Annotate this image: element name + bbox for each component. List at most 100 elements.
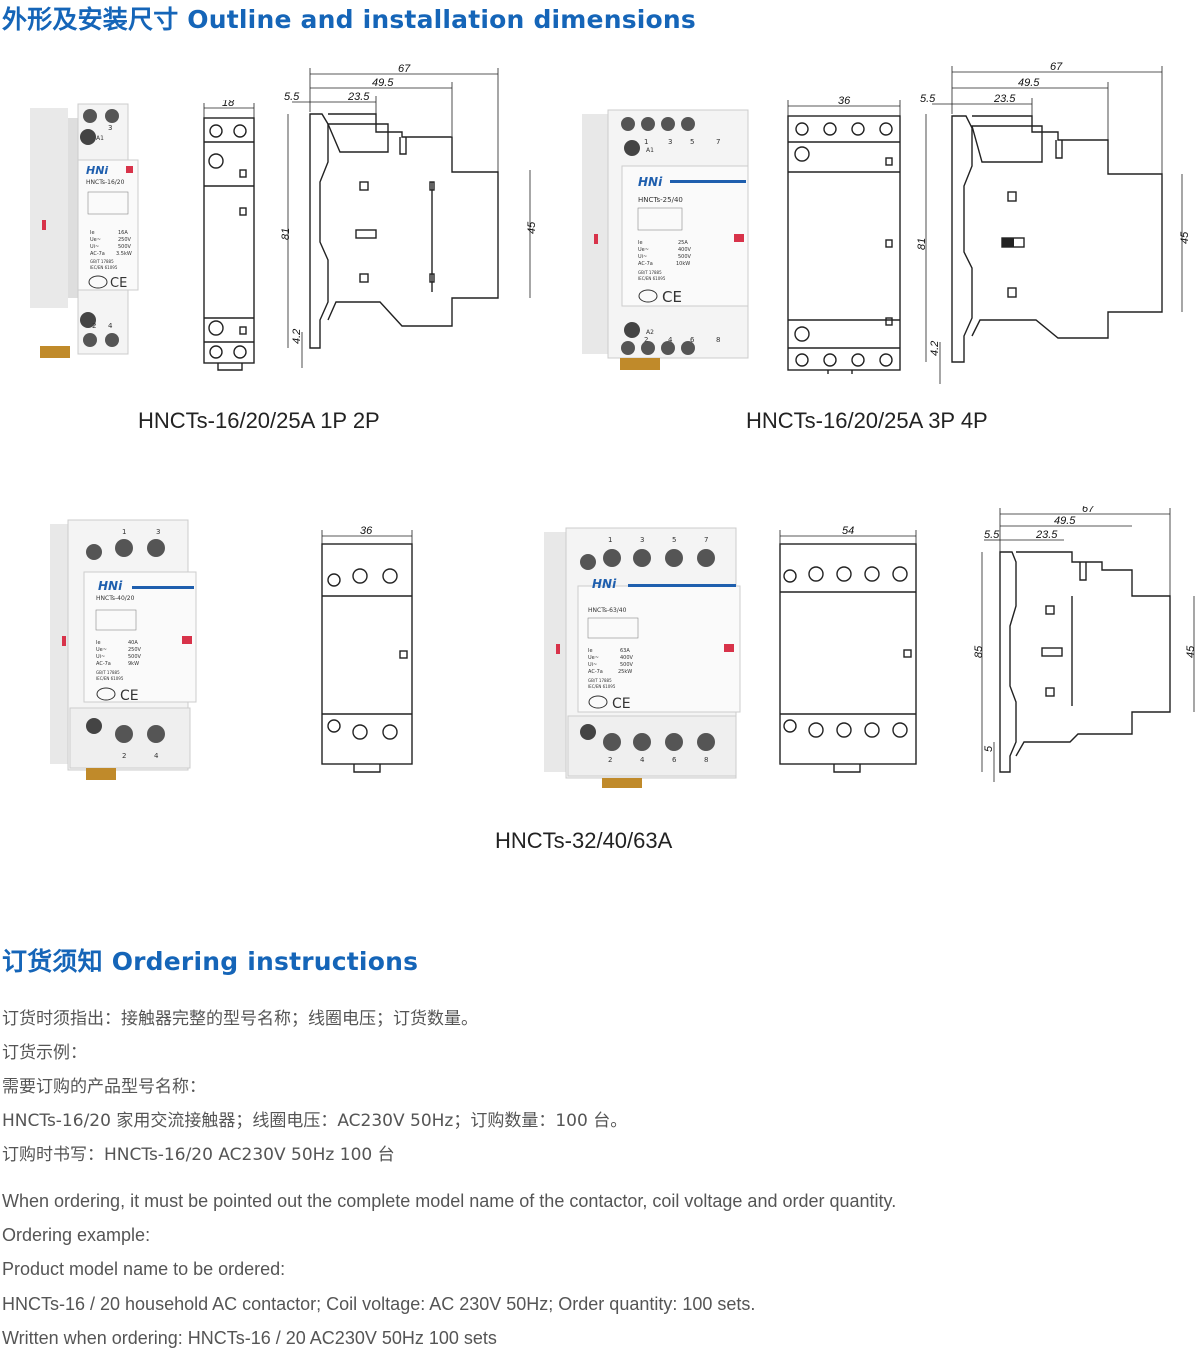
svg-text:7: 7 [716,138,720,146]
svg-text:AC-7a: AC-7a [90,251,105,257]
svg-text:81: 81 [916,238,928,250]
section-title-ordering: 订货须知 Ordering instructions [2,947,419,976]
svg-text:81: 81 [280,228,292,240]
svg-text:5.5: 5.5 [984,529,1000,541]
svg-text:CE: CE [662,288,682,306]
svg-text:2: 2 [644,336,648,344]
ce-mark: CE [110,276,127,291]
photo-small-term-top: 3 [108,124,112,132]
svg-text:HNi: HNi [638,175,663,189]
svg-text:A1: A1 [96,135,104,142]
svg-text:IEC/EN 61095: IEC/EN 61095 [90,265,118,270]
svg-text:5.5: 5.5 [920,93,936,105]
side-drawing-medium: 67 49.5 23.5 5.5 81 45 4.2 [912,61,1197,396]
svg-text:Ue~: Ue~ [90,237,101,243]
svg-text:Ui~: Ui~ [96,654,105,660]
dim-total: 67 [1050,62,1063,73]
svg-text:Ue~: Ue~ [96,647,107,653]
dim-width: 54 [842,526,854,537]
svg-text:5: 5 [983,745,995,752]
product-photo-large-4p: 1 3 5 7 HNi HNCTs-63/40 Ie 63A Ue~ 400V … [542,526,742,794]
dim-total: 67 [398,63,411,75]
svg-text:5: 5 [690,138,694,146]
svg-text:HNCTs-40/20: HNCTs-40/20 [96,595,135,602]
side-drawing-small: 67 49.5 23.5 5.5 81 45 4.2 [280,62,550,384]
svg-text:1: 1 [122,528,126,536]
svg-text:6: 6 [690,336,695,344]
svg-text:HNCTs-63/40: HNCTs-63/40 [588,607,627,614]
svg-text:500V: 500V [678,254,692,260]
svg-text:250V: 250V [118,237,132,243]
svg-text:1: 1 [608,536,612,544]
en-line-1: When ordering, it must be pointed out th… [2,1191,897,1211]
svg-text:GB/T 17885: GB/T 17885 [96,670,120,675]
svg-text:3: 3 [640,536,644,544]
side-drawing-large: 67 49.5 23.5 5.5 85 45 5 [972,503,1198,794]
svg-text:Ue~: Ue~ [638,247,649,253]
svg-text:63A: 63A [620,648,630,654]
caption-small: HNCTs-16/20/25A 1P 2P [138,408,380,433]
svg-text:A1: A1 [646,147,654,154]
en-line-2: Ordering example: [2,1225,151,1245]
svg-text:5: 5 [672,536,676,544]
front-drawing-large-4p: 54 [772,525,924,786]
svg-text:4: 4 [640,756,645,764]
cn-line-2: 订货示例： [2,1043,87,1063]
caption-medium: HNCTs-16/20/25A 3P 4P [746,408,988,433]
svg-text:25A: 25A [678,240,688,246]
svg-text:2: 2 [608,756,612,764]
svg-text:1: 1 [644,138,648,146]
svg-text:9kW: 9kW [128,661,139,667]
svg-text:500V: 500V [118,244,132,250]
svg-text:5.5: 5.5 [284,91,300,103]
svg-text:AC-7a: AC-7a [96,661,111,667]
cn-line-4: HNCTs-16/20 家用交流接触器；线圈电压：AC230V 50Hz；订购数… [2,1111,628,1131]
svg-text:400V: 400V [620,655,634,661]
svg-text:HNi: HNi [592,577,617,591]
dim-width: 18 [222,100,235,109]
svg-text:GB/T 17885: GB/T 17885 [638,270,662,275]
svg-text:23.5: 23.5 [1035,529,1058,541]
front-drawing-medium: 36 [780,92,910,378]
svg-text:3.5kW: 3.5kW [116,251,132,257]
svg-text:2: 2 [122,752,126,760]
svg-text:7: 7 [704,536,708,544]
svg-text:IEC/EN 61095: IEC/EN 61095 [638,276,666,281]
svg-text:49.5: 49.5 [1054,515,1076,527]
svg-text:45: 45 [1179,231,1191,244]
svg-text:40A: 40A [128,640,138,646]
en-line-4: HNCTs-16 / 20 household AC contactor; Co… [2,1294,756,1314]
svg-text:8: 8 [704,756,708,764]
svg-text:HNCTs-16/20: HNCTs-16/20 [86,179,125,186]
svg-text:Ie: Ie [96,640,101,646]
dim-width: 36 [360,526,373,537]
svg-text:25kW: 25kW [618,669,632,675]
svg-text:AC-7a: AC-7a [638,261,653,267]
svg-text:IEC/EN 61095: IEC/EN 61095 [96,676,124,681]
svg-text:85: 85 [973,645,985,658]
svg-text:Ie: Ie [638,240,643,246]
svg-text:45: 45 [1185,645,1197,658]
dim-total: 67 [1082,506,1095,515]
en-line-5: Written when ordering: HNCTs-16 / 20 AC2… [2,1328,497,1348]
product-photo-small: 3 A1 HNi HNCTs-16/20 Ie 16A Ue~ 250V Ui~… [26,100,146,366]
svg-text:Ie: Ie [90,230,95,236]
svg-text:IEC/EN 61095: IEC/EN 61095 [588,684,616,689]
caption-large: HNCTs-32/40/63A [495,828,673,853]
section-title-outline: 外形及安装尺寸 Outline and installation dimensi… [2,5,697,34]
cn-line-1: 订货时须指出：接触器完整的型号名称；线圈电压；订货数量。 [2,1009,478,1029]
svg-text:HNCTs-25/40: HNCTs-25/40 [638,196,683,204]
svg-text:Ui~: Ui~ [588,662,597,668]
svg-text:Ui~: Ui~ [90,244,99,250]
svg-text:45: 45 [526,221,538,234]
brand-logo: HNi [86,164,108,177]
svg-text:250V: 250V [128,647,142,653]
svg-text:HNi: HNi [98,579,123,593]
svg-text:Ue~: Ue~ [588,655,599,661]
svg-text:A2: A2 [646,329,654,336]
dim-width: 36 [838,95,851,107]
en-line-3: Product model name to be ordered: [2,1259,286,1279]
svg-text:10kW: 10kW [676,261,690,267]
svg-text:4.2: 4.2 [291,329,303,344]
svg-text:500V: 500V [128,654,142,660]
